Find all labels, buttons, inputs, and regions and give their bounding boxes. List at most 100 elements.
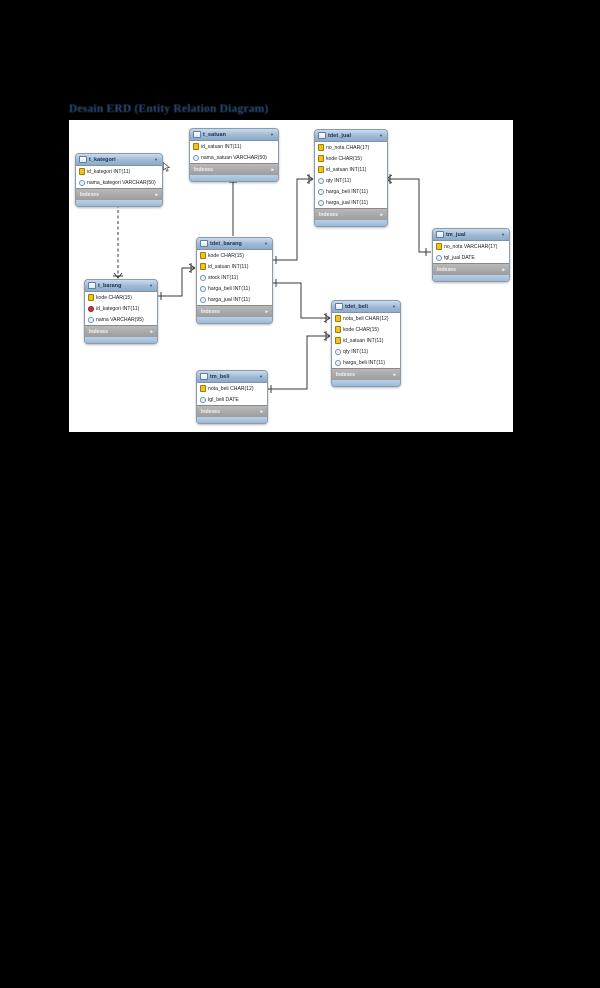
column-label: no_nota VARCHAR(17) <box>444 243 498 250</box>
chevron-right-icon[interactable]: ▸ <box>502 266 505 273</box>
chevron-down-icon[interactable]: ▼ <box>378 133 383 138</box>
erd-table-t_satuan[interactable]: t_satuan▼id_satuan INT(11)nama_satuan VA… <box>189 128 279 182</box>
chevron-down-icon[interactable]: ▼ <box>153 157 158 162</box>
table-name-label: t_barang <box>98 282 122 289</box>
table-footer <box>76 200 162 206</box>
chevron-right-icon[interactable]: ▸ <box>265 308 268 315</box>
column-icon <box>318 177 324 184</box>
table-header[interactable]: t_kategori ▼ <box>76 154 162 166</box>
column-label: id_satuan INT(11) <box>326 166 367 173</box>
chevron-right-icon[interactable]: ▸ <box>393 371 396 378</box>
erd-table-tdet_barang[interactable]: tdet_barang▼kode CHAR(15)id_satuan INT(1… <box>196 237 273 324</box>
column-row[interactable]: nama VARCHAR(95) <box>85 314 157 325</box>
crowsfoot-detbeli-left <box>323 313 331 323</box>
indexes-section[interactable]: Indexes▸ <box>315 208 387 220</box>
chevron-down-icon[interactable]: ▼ <box>391 304 396 309</box>
chevron-right-icon[interactable]: ▸ <box>380 211 383 218</box>
column-row[interactable]: nama_satuan VARCHAR(50) <box>190 152 278 163</box>
column-row[interactable]: id_kategori INT(11) <box>76 166 162 177</box>
crowsfoot-detbarang-left <box>188 263 196 273</box>
column-row[interactable]: id_satuan INT(11) <box>315 164 387 175</box>
column-row[interactable]: nama_kategori VARCHAR(50) <box>76 177 162 188</box>
column-row[interactable]: harga_beli INT(11) <box>197 283 272 294</box>
column-row[interactable]: nota_beli CHAR(12) <box>332 313 400 324</box>
column-row[interactable]: tgl_beli DATE <box>197 394 267 405</box>
chevron-down-icon[interactable]: ▼ <box>258 374 263 379</box>
chevron-down-icon[interactable]: ▼ <box>500 232 505 237</box>
column-row[interactable]: qty INT(11) <box>332 346 400 357</box>
column-label: qty INT(11) <box>326 177 352 184</box>
indexes-section[interactable]: Indexes ▸ <box>76 188 162 200</box>
column-label: id_kategori INT(11) <box>96 305 140 312</box>
erd-table-tdet_jual[interactable]: tdet_jual▼no_nota CHAR(17)kode CHAR(15) i… <box>314 129 388 227</box>
column-row[interactable]: harga_beli INT(11) <box>315 186 387 197</box>
column-label: nama VARCHAR(95) <box>96 316 144 323</box>
primary-key-icon <box>318 155 324 162</box>
column-row[interactable]: kode CHAR(15) <box>85 292 157 303</box>
erd-table-t_kategori[interactable]: t_kategori ▼ id_kategori INT(11) nama_kateg… <box>75 153 163 207</box>
erd-table-tm_jual[interactable]: tm_jual ▼ no_nota VARCHAR(17) tgl_jual DATE… <box>432 228 510 282</box>
table-icon <box>79 155 87 164</box>
erd-table-tdet_beli[interactable]: tdet_beli▼nota_beli CHAR(12) kode CHAR(15… <box>331 300 401 387</box>
table-name-label: t_kategori <box>89 156 116 163</box>
column-row[interactable]: harga_beli INT(11) <box>332 357 400 368</box>
primary-key-icon <box>200 385 206 392</box>
chevron-down-icon[interactable]: ▼ <box>269 132 274 137</box>
chevron-right-icon[interactable]: ▸ <box>150 328 153 335</box>
table-header[interactable]: t_satuan▼ <box>190 129 278 141</box>
indexes-section[interactable]: Indexes▸ <box>197 305 272 317</box>
table-header[interactable]: tdet_jual▼ <box>315 130 387 142</box>
indexes-section[interactable]: Indexes ▸ <box>197 405 267 417</box>
table-header[interactable]: tdet_barang▼ <box>197 238 272 250</box>
table-header[interactable]: tm_beli▼ <box>197 371 267 383</box>
column-row[interactable]: qty INT(11) <box>315 175 387 186</box>
column-list: nota_beli CHAR(12) tgl_beli DATE <box>197 383 267 405</box>
column-row[interactable]: kode CHAR(15) <box>197 250 272 261</box>
column-row[interactable]: nota_beli CHAR(12) <box>197 383 267 394</box>
table-footer <box>433 275 509 281</box>
column-label: nama_kategori VARCHAR(50) <box>87 179 156 186</box>
column-icon <box>193 154 199 161</box>
link-tmbeli-detbeli <box>266 335 330 390</box>
chevron-down-icon[interactable]: ▼ <box>263 241 268 246</box>
table-header[interactable]: tdet_beli▼ <box>332 301 400 313</box>
table-icon <box>436 230 444 239</box>
column-row[interactable]: id_kategori INT(11) <box>85 303 157 314</box>
column-label: kode CHAR(15) <box>343 326 379 333</box>
column-row[interactable]: id_satuan INT(11) <box>332 335 400 346</box>
column-row[interactable]: kode CHAR(15) <box>332 324 400 335</box>
table-header[interactable]: tm_jual ▼ <box>433 229 509 241</box>
column-row[interactable]: no_nota CHAR(17) <box>315 142 387 153</box>
indexes-section[interactable]: Indexes▸ <box>190 163 278 175</box>
chevron-down-icon[interactable]: ▼ <box>148 283 153 288</box>
column-row[interactable]: no_nota VARCHAR(17) <box>433 241 509 252</box>
erd-table-t_barang[interactable]: t_barang ▼ kode CHAR(15) id_kategori INT(11… <box>84 279 158 344</box>
column-row[interactable]: kode CHAR(15) <box>315 153 387 164</box>
link-barang-detbarang <box>156 267 195 297</box>
table-name-label: tm_jual <box>446 231 466 238</box>
column-list: no_nota VARCHAR(17) tgl_jual DATE <box>433 241 509 263</box>
table-footer <box>332 380 400 386</box>
primary-key-icon <box>200 263 206 270</box>
erd-canvas[interactable]: t_kategori ▼ id_kategori INT(11) nama_kateg… <box>69 120 513 432</box>
indexes-label: Indexes <box>80 191 99 198</box>
column-row[interactable]: stock INT(11) <box>197 272 272 283</box>
indexes-label: Indexes <box>201 408 220 415</box>
column-label: tgl_beli DATE <box>208 396 239 403</box>
column-icon <box>200 285 206 292</box>
chevron-right-icon[interactable]: ▸ <box>271 166 274 173</box>
column-row[interactable]: harga_jual INT(11) <box>315 197 387 208</box>
column-row[interactable]: id_satuan INT(11) <box>190 141 278 152</box>
column-row[interactable]: id_satuan INT(11) <box>197 261 272 272</box>
column-row[interactable]: tgl_jual DATE <box>433 252 509 263</box>
column-icon <box>79 179 85 186</box>
indexes-section[interactable]: Indexes▸ <box>332 368 400 380</box>
chevron-right-icon[interactable]: ▸ <box>155 191 158 198</box>
column-row[interactable]: harga_jual INT(11) <box>197 294 272 305</box>
erd-table-tm_beli[interactable]: tm_beli▼nota_beli CHAR(12) tgl_beli DATE I… <box>196 370 268 424</box>
table-header[interactable]: t_barang ▼ <box>85 280 157 292</box>
indexes-section[interactable]: Indexes▸ <box>433 263 509 275</box>
column-label: harga_beli INT(11) <box>208 285 251 292</box>
chevron-right-icon[interactable]: ▸ <box>260 408 263 415</box>
indexes-section[interactable]: Indexes▸ <box>85 325 157 337</box>
